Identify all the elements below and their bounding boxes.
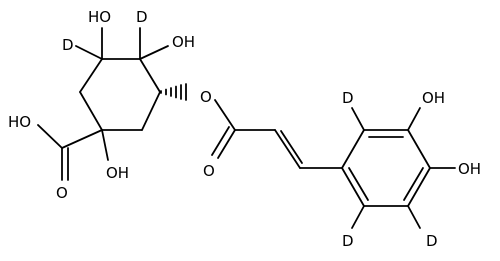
label-oh-top: OH	[172, 33, 195, 51]
label-d-aromatic-bottom-right: D	[426, 232, 438, 250]
label-acid-carbonyl-oxygen: O	[56, 184, 68, 202]
label-d-aromatic-bottom-left: D	[342, 232, 354, 250]
label-oh-aromatic-right: OH	[458, 160, 481, 178]
label-d-aromatic-top: D	[342, 89, 354, 107]
ester-chain-bonds	[211, 99, 343, 169]
label-ho-top: HO	[88, 8, 111, 26]
label-d-left: D	[62, 36, 74, 54]
ring-substituent-bonds	[37, 27, 169, 181]
stereo-hash-bond	[160, 83, 187, 101]
label-ho-acid: HO	[8, 113, 31, 131]
aromatic-ring-bonds	[341, 129, 431, 207]
label-ester-carbonyl-oxygen: O	[203, 162, 215, 180]
label-oh-ring: OH	[106, 164, 129, 182]
cyclohexane-ring-bonds	[79, 58, 161, 131]
label-oh-aromatic-top: OH	[422, 89, 445, 107]
label-ester-oxygen: O	[200, 88, 212, 106]
aromatic-substituent-bonds	[351, 107, 456, 229]
label-d-top: D	[136, 8, 148, 26]
